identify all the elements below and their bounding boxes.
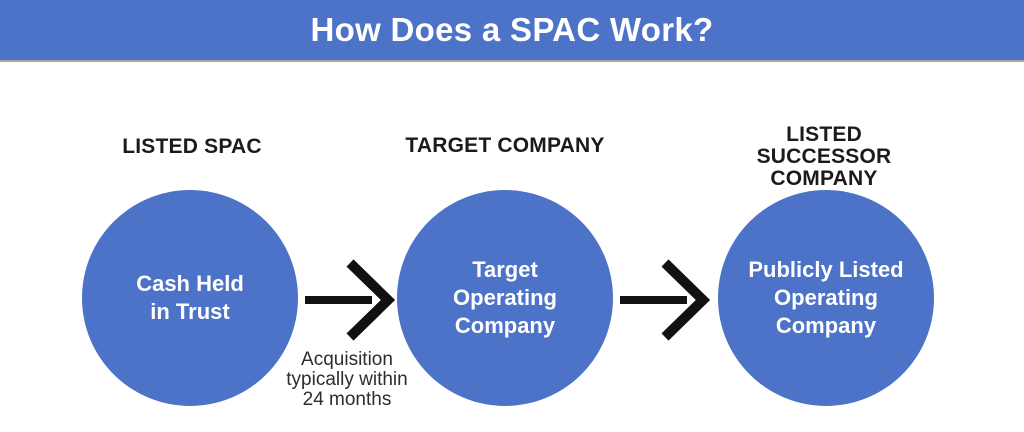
circle-cash-held-in-trust: Cash Held in Trust — [82, 190, 298, 406]
stage-label-listed-successor-company: LISTED SUCCESSOR COMPANY — [756, 123, 892, 190]
acquisition-timeline-note: Acquisition typically within 24 months — [286, 349, 408, 410]
circle-target-operating-company: Target Operating Company — [397, 190, 613, 406]
stage-label-listed-spac: LISTED SPAC — [122, 135, 262, 158]
page-title: How Does a SPAC Work? — [310, 11, 714, 48]
arrow-right-icon — [305, 259, 395, 341]
stage-label-target-company: TARGET COMPANY — [405, 134, 605, 157]
title-banner: How Does a SPAC Work? — [0, 0, 1024, 62]
circle-publicly-listed-operating-company: Publicly Listed Operating Company — [718, 190, 934, 406]
arrow-right-icon — [620, 259, 710, 341]
